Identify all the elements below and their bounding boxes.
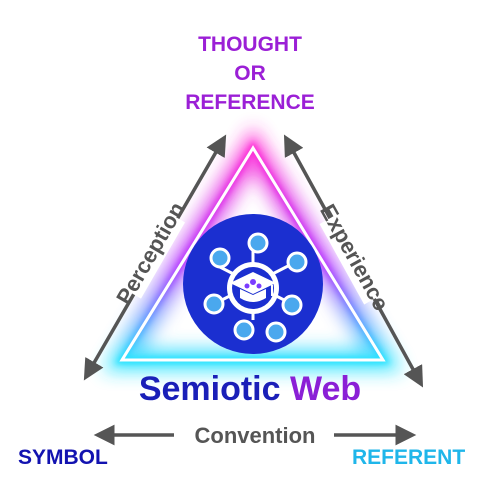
- brand-word-web: Web: [290, 370, 362, 408]
- symbol-label: SYMBOL: [18, 446, 108, 469]
- graduation-cap-network-icon: [183, 214, 323, 354]
- thought-label-line: THOUGHT: [198, 33, 302, 56]
- convention-label: Convention: [195, 423, 316, 448]
- referent-label: REFERENT: [352, 446, 466, 469]
- thought-label-line: REFERENCE: [185, 91, 315, 114]
- brand-word-semiotic: Semiotic: [138, 370, 281, 408]
- brand-title: Semiotic Web: [100, 369, 400, 409]
- thought-or-reference-label: THOUGHT OR REFERENCE: [150, 30, 350, 117]
- thought-label-line: OR: [234, 62, 266, 85]
